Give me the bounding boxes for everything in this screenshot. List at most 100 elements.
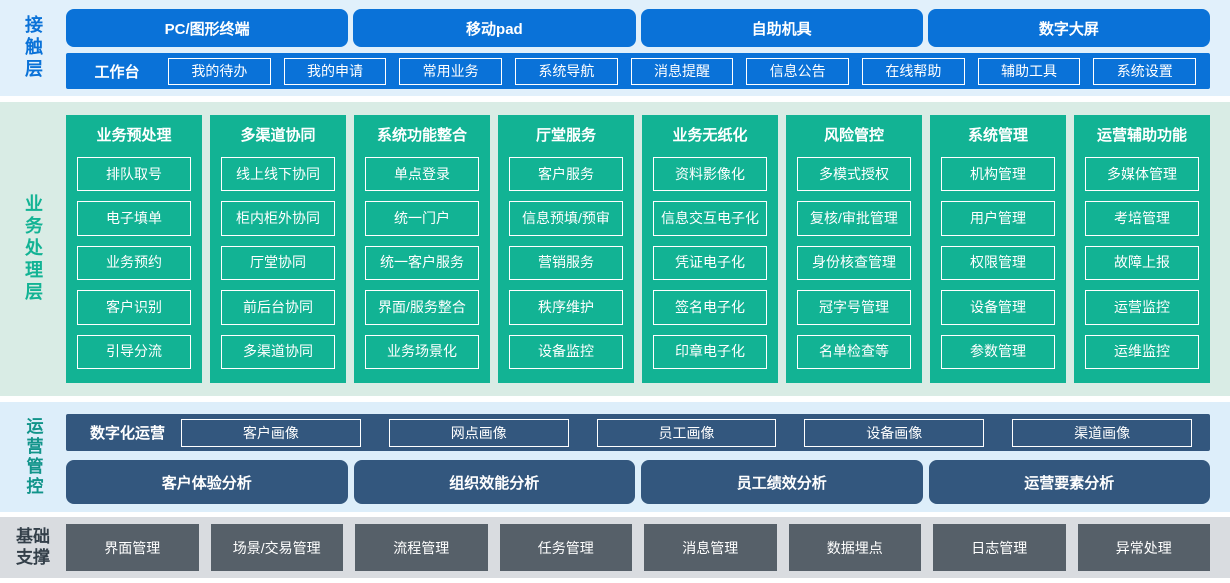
base-items: 界面管理场景/交易管理流程管理任务管理消息管理数据埋点日志管理异常处理 [66, 524, 1230, 571]
business-item: 前后台协同 [221, 290, 335, 325]
base-support-item: 流程管理 [355, 524, 488, 571]
portrait-item: 渠道画像 [1012, 418, 1192, 447]
business-item: 界面/服务整合 [365, 290, 479, 325]
business-item: 冠字号管理 [797, 290, 911, 325]
business-item: 设备管理 [941, 290, 1055, 325]
analysis-block: 客户体验分析 [66, 460, 348, 504]
digital-ops-items: 客户画像网点画像员工画像设备画像渠道画像 [181, 418, 1192, 447]
ops-layer-label: 运营管控 [23, 417, 43, 497]
business-item: 统一客户服务 [365, 245, 479, 281]
digital-ops-bar: 数字化运营 客户画像网点画像员工画像设备画像渠道画像 [66, 414, 1210, 451]
business-item: 资料影像化 [653, 157, 767, 192]
analysis-block: 员工绩效分析 [641, 460, 923, 504]
business-column-title: 多渠道协同 [240, 127, 316, 144]
base-support-item: 日志管理 [933, 524, 1066, 571]
terminal-block: 移动pad [353, 9, 636, 47]
business-column: 业务预处理 排队取号电子填单业务预约客户识别引导分流 [66, 115, 202, 383]
analysis-block: 运营要素分析 [928, 460, 1210, 504]
portrait-item: 客户画像 [181, 418, 361, 447]
business-item: 运维监控 [1085, 334, 1199, 370]
business-item: 业务场景化 [365, 334, 479, 370]
workbench-label: 工作台 [94, 63, 140, 81]
business-item: 用户管理 [941, 201, 1055, 236]
business-item: 营销服务 [509, 245, 623, 281]
business-column: 系统功能整合 单点登录统一门户统一客户服务界面/服务整合业务场景化 [354, 115, 490, 383]
business-item: 机构管理 [941, 157, 1055, 192]
terminal-block: PC/图形终端 [66, 9, 349, 47]
business-item: 客户服务 [509, 157, 623, 192]
business-item: 参数管理 [941, 334, 1055, 370]
business-item: 签名电子化 [653, 290, 767, 325]
base-support-item: 异常处理 [1077, 524, 1210, 571]
business-column-title: 风险管控 [823, 127, 884, 144]
business-item: 线上线下协同 [221, 157, 335, 192]
workbench-item: 系统导航 [515, 57, 618, 85]
business-item: 名单检查等 [797, 334, 911, 370]
portrait-item: 员工画像 [596, 418, 777, 447]
base-support-item: 界面管理 [66, 524, 199, 571]
business-column-title: 系统管理 [967, 127, 1028, 144]
business-item: 考培管理 [1085, 201, 1199, 236]
workbench-items: 我的待办我的申请常用业务系统导航消息提醒信息公告在线帮助辅助工具系统设置 [168, 57, 1197, 85]
workbench-item: 辅助工具 [977, 57, 1081, 85]
business-column-title: 系统功能整合 [376, 127, 467, 144]
base-support-item: 场景/交易管理 [210, 524, 343, 571]
workbench-item: 在线帮助 [862, 57, 965, 85]
business-column-title: 业务无纸化 [672, 127, 748, 144]
business-item: 统一门户 [365, 201, 479, 236]
analysis-row: 客户体验分析组织效能分析员工绩效分析运营要素分析 [66, 460, 1210, 504]
business-item: 多渠道协同 [221, 334, 335, 370]
business-item: 单点登录 [365, 157, 479, 192]
workbench-item: 我的待办 [168, 57, 271, 85]
workbench-item: 信息公告 [746, 57, 850, 85]
business-item: 信息交互电子化 [653, 201, 767, 236]
business-column-title: 运营辅助功能 [1096, 127, 1187, 144]
workbench-item: 我的申请 [283, 57, 387, 85]
business-column: 厅堂服务 客户服务信息预填/预审营销服务秩序维护设备监控 [498, 115, 634, 383]
contact-layer-label: 接触层 [23, 15, 43, 81]
business-item: 引导分流 [77, 334, 191, 370]
business-column-title: 厅堂服务 [535, 127, 596, 144]
business-item: 业务预约 [77, 245, 191, 281]
ops-layer-content: 数字化运营 客户画像网点画像员工画像设备画像渠道画像 客户体验分析组织效能分析员… [66, 402, 1230, 512]
business-item: 厅堂协同 [221, 245, 335, 281]
business-item: 凭证电子化 [653, 245, 767, 281]
base-support-item: 任务管理 [499, 524, 632, 571]
portrait-item: 网点画像 [388, 418, 569, 447]
business-column: 业务无纸化 资料影像化信息交互电子化凭证电子化签名电子化印章电子化 [642, 115, 778, 383]
business-item: 运营监控 [1085, 290, 1199, 325]
business-item: 故障上报 [1085, 245, 1199, 281]
business-item: 复核/审批管理 [797, 201, 911, 236]
business-column: 系统管理 机构管理用户管理权限管理设备管理参数管理 [930, 115, 1066, 383]
business-process-layer: 业务处理层 业务预处理 排队取号电子填单业务预约客户识别引导分流 多渠道协同 线… [0, 102, 1230, 396]
base-support-layer: 基础支撑 界面管理场景/交易管理流程管理任务管理消息管理数据埋点日志管理异常处理 [0, 517, 1230, 578]
business-item: 身份核查管理 [797, 245, 911, 281]
business-item: 柜内柜外协同 [221, 201, 335, 236]
analysis-block: 组织效能分析 [353, 460, 635, 504]
business-column: 多渠道协同 线上线下协同柜内柜外协同厅堂协同前后台协同多渠道协同 [210, 115, 346, 383]
workbench-item: 系统设置 [1093, 57, 1197, 85]
business-layer-label: 业务处理层 [23, 194, 43, 304]
business-column: 运营辅助功能 多媒体管理考培管理故障上报运营监控运维监控 [1074, 115, 1210, 383]
business-item: 多媒体管理 [1085, 157, 1199, 192]
workbench-item: 常用业务 [399, 57, 503, 85]
business-layer-content: 业务预处理 排队取号电子填单业务预约客户识别引导分流 多渠道协同 线上线下协同柜… [66, 102, 1230, 396]
business-item: 排队取号 [77, 157, 191, 192]
business-item: 设备监控 [509, 334, 623, 370]
business-column: 风险管控 多模式授权复核/审批管理身份核查管理冠字号管理名单检查等 [786, 115, 922, 383]
base-support-item: 消息管理 [644, 524, 777, 571]
business-item: 客户识别 [77, 290, 191, 325]
portrait-item: 设备画像 [804, 418, 985, 447]
operations-control-layer: 运营管控 数字化运营 客户画像网点画像员工画像设备画像渠道画像 客户体验分析组织… [0, 402, 1230, 512]
business-column-title: 业务预处理 [96, 127, 172, 144]
business-item: 秩序维护 [509, 290, 623, 325]
workbench-item: 消息提醒 [630, 57, 734, 85]
terminal-block: 数字大屏 [927, 9, 1210, 47]
terminal-block: 自助机具 [640, 9, 923, 47]
business-item: 电子填单 [77, 201, 191, 236]
workbench-bar: 工作台 我的待办我的申请常用业务系统导航消息提醒信息公告在线帮助辅助工具系统设置 [66, 53, 1210, 89]
digital-ops-label: 数字化运营 [90, 425, 166, 442]
